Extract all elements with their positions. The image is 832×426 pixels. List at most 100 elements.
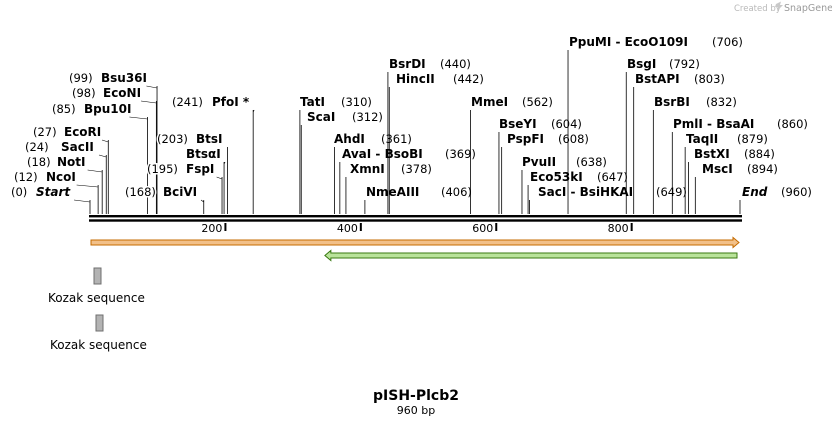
site-name: NcoI: [46, 170, 76, 184]
site-name: Bpu10I: [84, 102, 131, 116]
site-scai[interactable]: ScaI (312): [300, 109, 384, 214]
site-position: (792): [669, 57, 700, 71]
site-bsrdi[interactable]: BsrDI (440): [388, 56, 472, 214]
site-ncoi[interactable]: NcoI (12): [13, 169, 99, 214]
site-position: (378): [401, 162, 432, 176]
site-name: End: [742, 185, 768, 199]
kozak-label-2: Kozak sequence: [50, 338, 147, 352]
site-bsgi[interactable]: BsgI(792): [626, 56, 701, 214]
site-xmni[interactable]: XmnI (378): [345, 161, 433, 214]
kozak-label-1: Kozak sequence: [48, 291, 145, 305]
site-position: (562): [522, 95, 553, 109]
site-pvuii[interactable]: PvuII (638): [521, 154, 608, 214]
site-start[interactable]: Start(0): [10, 184, 91, 214]
site-end[interactable]: End(960): [739, 184, 813, 214]
site-bstapi[interactable]: BstAPI(803): [633, 71, 726, 214]
site-name: MscI: [702, 162, 733, 176]
site-position: (12): [14, 170, 38, 184]
site-pfoi[interactable]: PfoI *(241): [171, 94, 255, 214]
kozak-box-1[interactable]: [93, 267, 102, 285]
orange-feature-arrow[interactable]: [90, 236, 740, 249]
site-nmeaiii[interactable]: NmeAIII(406): [364, 184, 473, 214]
site-name: BtsαI: [186, 147, 221, 161]
site-name: BsrDI: [389, 57, 426, 71]
site-name: Bsu36I: [101, 71, 147, 85]
site-btsi[interactable]: BtsI(203): [156, 131, 228, 214]
site-name: TaqII: [686, 132, 718, 146]
site-position: (604): [551, 117, 582, 131]
ruler-top-line: [89, 215, 742, 218]
site-connector: [200, 199, 204, 203]
site-name: PspFI: [507, 132, 544, 146]
ruler-bottom-line: [89, 219, 742, 222]
site-fspi[interactable]: FspI(195): [146, 161, 223, 214]
site-connector: [146, 85, 158, 89]
site-ecori[interactable]: EcoRI (27): [32, 124, 109, 214]
site-position: (312): [352, 110, 383, 124]
site-name: BtsI: [196, 132, 223, 146]
site-position: (27): [33, 125, 57, 139]
site-connector: [216, 176, 223, 180]
site-name: AhdI: [334, 132, 365, 146]
kozak-box-2[interactable]: [95, 314, 104, 332]
site-name: BseYI: [499, 117, 537, 131]
site-position: (638): [576, 155, 607, 169]
site-name: PpuMI - EcoO109I: [569, 35, 688, 49]
site-connector: [101, 139, 109, 143]
site-name: PvuII: [522, 155, 556, 169]
site-bcivi[interactable]: BciVI(168): [124, 184, 205, 214]
site-taqii[interactable]: TaqII(879): [685, 131, 769, 214]
site-bsrbi[interactable]: BsrBI(832): [653, 94, 738, 214]
site-position: (894): [747, 162, 778, 176]
site-noti[interactable]: NotI(18): [26, 154, 103, 214]
site-bstxi[interactable]: BstXI(884): [688, 146, 776, 214]
site-connector: [76, 184, 99, 188]
site-name: SacI - BsiHKAI: [538, 185, 633, 199]
site-position: (608): [558, 132, 589, 146]
site-mmei[interactable]: MmeI(562): [470, 94, 554, 214]
site-position: (99): [69, 71, 93, 85]
site-bts-i[interactable]: BtsαI: [185, 146, 226, 214]
site-saci-bsihkai[interactable]: SacI - BsiHKAI(649): [529, 184, 688, 214]
ruler-tick-label: 200: [201, 222, 222, 235]
snapgene-logo-icon: [775, 1, 783, 11]
site-name: ScaI: [307, 110, 335, 124]
site-position: (369): [445, 147, 476, 161]
site-name: EcoNI: [103, 86, 141, 100]
ruler-tick-label: 400: [337, 222, 358, 235]
site-hincii[interactable]: HincII(442): [388, 71, 485, 214]
site-tati[interactable]: TatI(310): [299, 94, 373, 214]
site-sacii[interactable]: SacII(24): [24, 139, 107, 214]
plasmid-name: pISH-Plcb2: [373, 388, 459, 404]
site-msci[interactable]: MscI (894): [694, 161, 779, 214]
ruler-tick-label: 600: [472, 222, 493, 235]
site-bsu36i[interactable]: Bsu36I (99): [68, 70, 158, 214]
site-connector: [252, 109, 255, 113]
site-connector: [98, 154, 107, 158]
site-connector: [223, 161, 226, 165]
site-bseyi[interactable]: BseYI (604): [498, 116, 583, 214]
site-econi[interactable]: EcoNI(98): [71, 85, 157, 214]
site-name: Eco53kI: [530, 170, 583, 184]
site-pmli-bsaai[interactable]: PmlI - BsaAI(860): [672, 116, 809, 214]
site-name: EcoRI: [64, 125, 101, 139]
site-pspfi[interactable]: PspFI (608): [501, 131, 590, 214]
site-name: HincII: [396, 72, 435, 86]
green-feature-arrow[interactable]: [324, 249, 738, 262]
site-position: (18): [27, 155, 51, 169]
site-position: (310): [341, 95, 372, 109]
site-avai-bsobi[interactable]: AvaI - BsoBI(369): [339, 146, 477, 214]
site-name: PmlI - BsaAI: [673, 117, 754, 131]
site-name: BsrBI: [654, 95, 690, 109]
site-eco53ki[interactable]: Eco53kI(647): [527, 169, 629, 214]
site-position: (168): [125, 185, 156, 199]
site-bpu10i[interactable]: Bpu10I(85): [51, 101, 148, 214]
site-ppumi-ecoo109i[interactable]: PpuMI - EcoO109I(706): [568, 34, 744, 214]
site-position: (24): [25, 140, 49, 154]
site-position: (361): [381, 132, 412, 146]
site-position: (440): [440, 57, 471, 71]
site-name: XmnI: [350, 162, 385, 176]
